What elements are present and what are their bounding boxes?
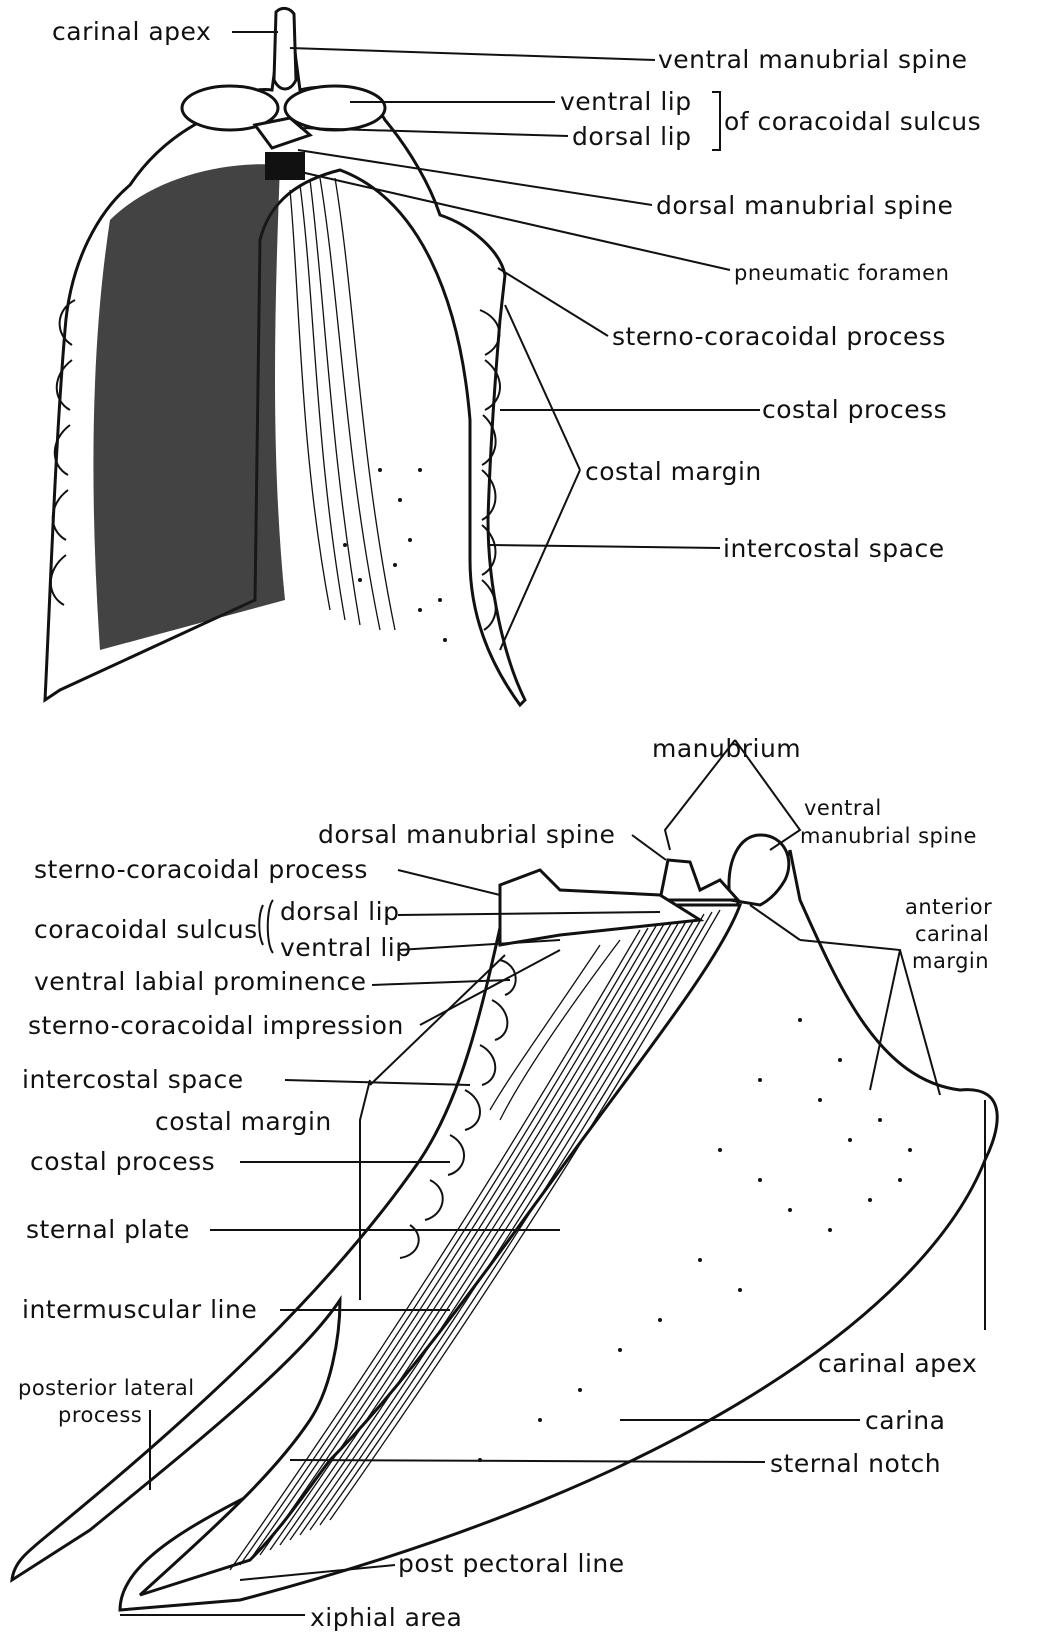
- coracoidal-sulcus-bracket: [268, 900, 273, 953]
- lateral-dorsal-manubrial-spine: [660, 860, 738, 900]
- label-ventral-lip-lat: ventral lip: [280, 933, 412, 962]
- label-post-pectoral-line: post pectoral line: [398, 1549, 625, 1578]
- top-pneumatic-foramen: [265, 152, 305, 180]
- label-costal-process-top: costal process: [762, 395, 947, 424]
- label-ventral-manubrial-spine-top: ventral manubrial spine: [658, 45, 968, 74]
- label-intercostal-space-lat: intercostal space: [22, 1065, 244, 1094]
- top-hatching: [290, 178, 395, 630]
- label-sternal-plate: sternal plate: [26, 1215, 190, 1244]
- label-manubrial-spine: manubrial spine: [800, 824, 977, 848]
- label-of-coracoidal-sulcus: of coracoidal sulcus: [724, 107, 981, 136]
- label-posterior-lateral: posterior lateral: [18, 1376, 195, 1400]
- label-carina: carina: [865, 1406, 945, 1435]
- label-manubrium: manubrium: [652, 734, 801, 763]
- label-dorsal-lip-lat: dorsal lip: [280, 897, 399, 926]
- label-intermuscular-line: intermuscular line: [22, 1295, 257, 1324]
- label-dorsal-manubrial-spine-top: dorsal manubrial spine: [656, 191, 953, 220]
- label-costal-margin-top: costal margin: [585, 457, 762, 486]
- label-carinal-apex-lat: carinal apex: [818, 1349, 977, 1378]
- label-costal-margin-lat: costal margin: [155, 1107, 332, 1136]
- top-right-lip: [285, 86, 385, 130]
- label-sterno-coracoidal-process-top: sterno-coracoidal process: [612, 322, 946, 351]
- label-margin: margin: [912, 949, 989, 973]
- label-carinal: carinal: [915, 922, 989, 946]
- label-ventral-labial-prominence: ventral labial prominence: [34, 967, 367, 996]
- label-dorsal-manubrial-spine-lat: dorsal manubrial spine: [318, 820, 615, 849]
- top-view-drawing: [45, 8, 525, 705]
- label-sternal-notch: sternal notch: [770, 1449, 941, 1478]
- label-pneumatic-foramen: pneumatic foramen: [734, 261, 949, 285]
- label-anterior: anterior: [905, 895, 992, 919]
- label-ventral-lip-top: ventral lip: [560, 87, 692, 116]
- label-ventral: ventral: [804, 796, 882, 820]
- label-coracoidal-sulcus: coracoidal sulcus: [34, 915, 258, 944]
- top-dark-shading: [93, 164, 285, 650]
- label-costal-process-lat: costal process: [30, 1147, 215, 1176]
- label-xiphial-area: xiphial area: [310, 1603, 462, 1632]
- label-process: process: [58, 1403, 142, 1427]
- label-sterno-coracoidal-process-lat: sterno-coracoidal process: [34, 855, 368, 884]
- label-dorsal-lip-top: dorsal lip: [572, 122, 691, 151]
- label-intercostal-space-top: intercostal space: [723, 534, 945, 563]
- label-sterno-coracoidal-impression: sterno-coracoidal impression: [28, 1011, 404, 1040]
- label-carinal-apex-top: carinal apex: [52, 17, 211, 46]
